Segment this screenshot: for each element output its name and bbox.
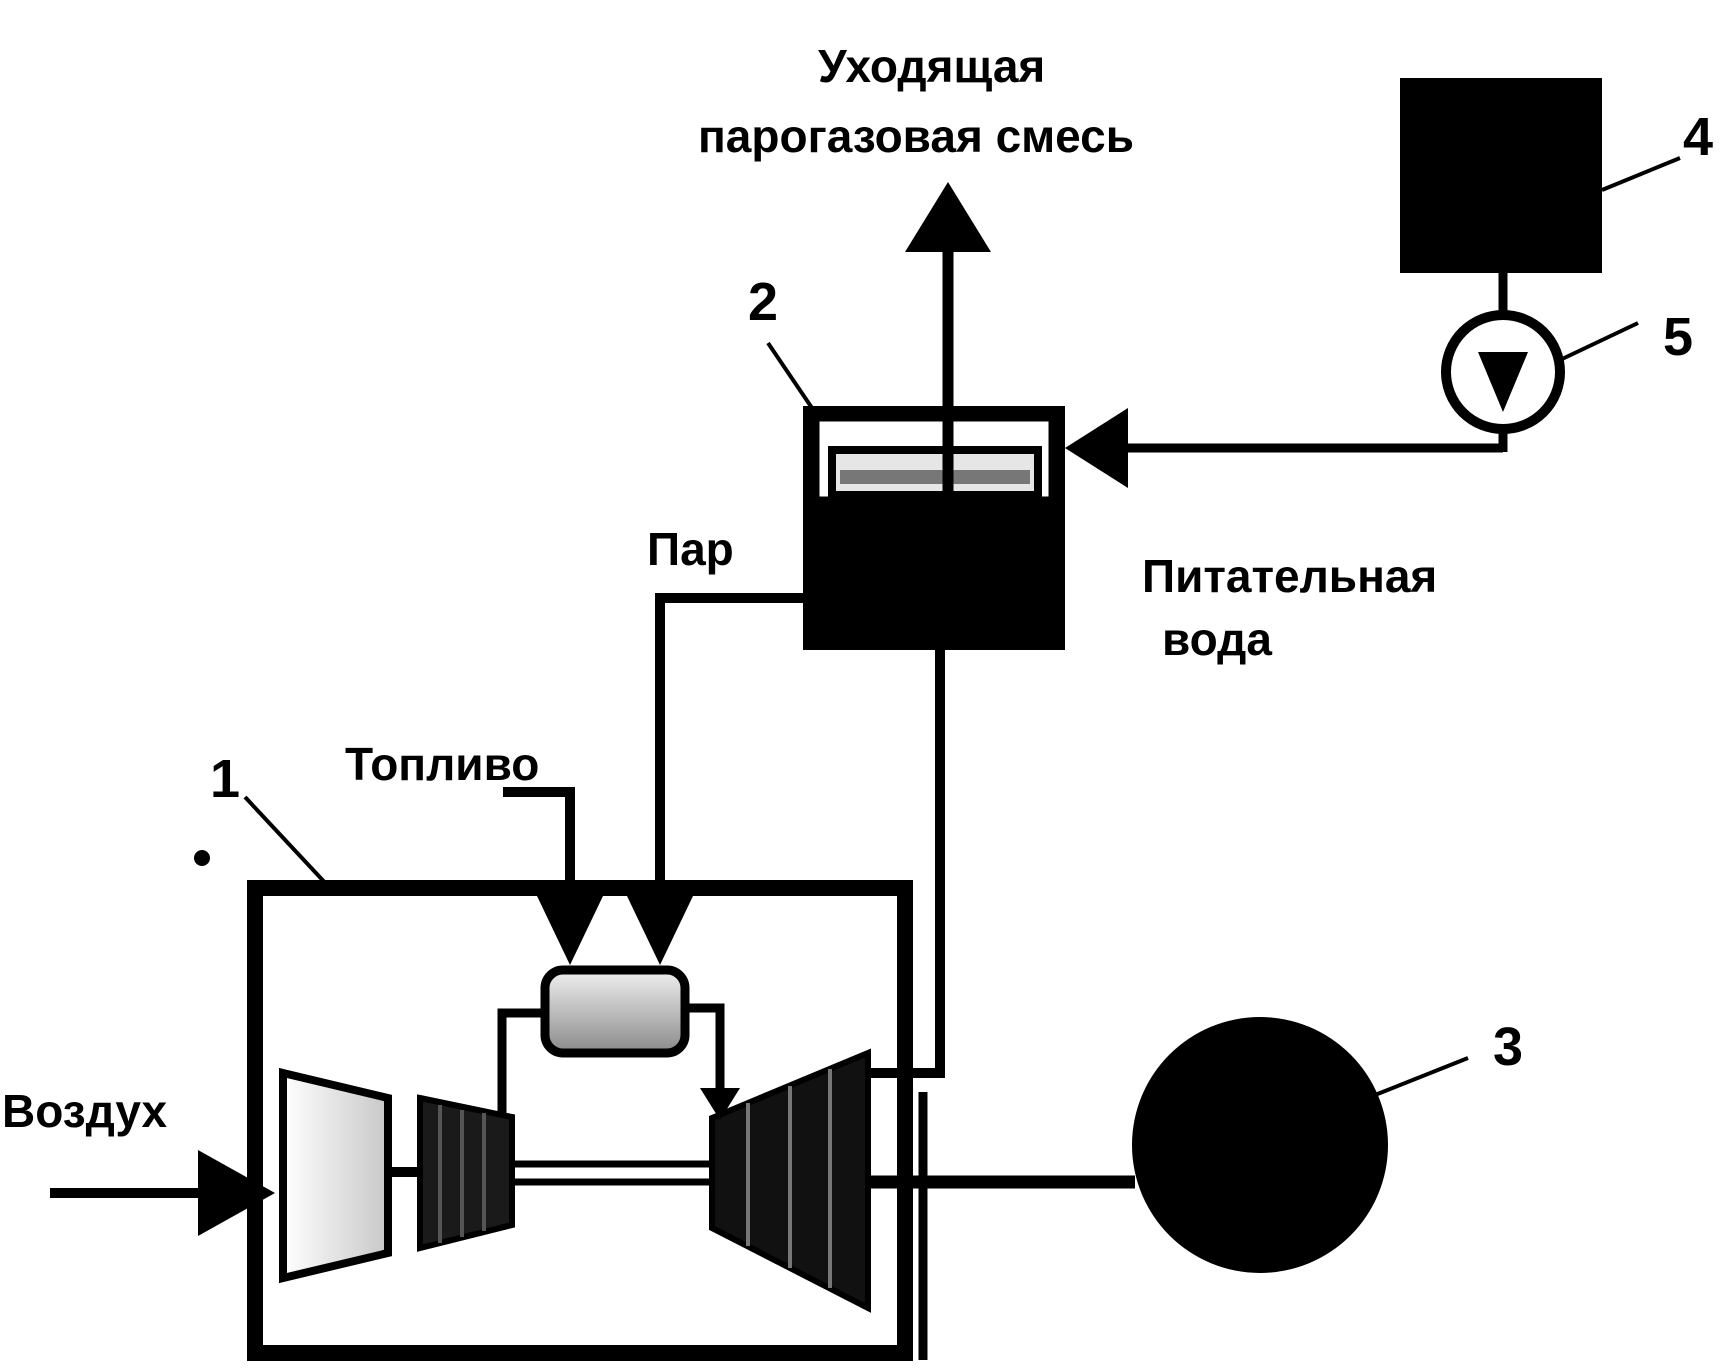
turbine-stage xyxy=(417,1094,515,1252)
fuel-pipe xyxy=(503,787,575,896)
waste-heat-boiler xyxy=(803,406,1065,650)
shaft-segment xyxy=(388,1167,420,1177)
combustion-chamber xyxy=(540,965,690,1058)
number-4: 4 xyxy=(1683,107,1713,167)
stray-dot xyxy=(194,850,210,866)
cc-to-turbine-arrow xyxy=(700,1088,740,1120)
cc-to-stage-pipe xyxy=(497,1008,545,1117)
air-inlet-arrow xyxy=(198,1150,275,1236)
fuel-inlet-arrow xyxy=(537,896,603,965)
number-2: 2 xyxy=(748,272,778,332)
feed-water-arrow xyxy=(1065,408,1128,488)
steam-inlet-arrow xyxy=(627,896,693,965)
compressor xyxy=(279,1067,392,1284)
feed-water-label-line1: Питательная xyxy=(1142,550,1437,602)
number-5: 5 xyxy=(1663,307,1693,367)
air-label: Воздух xyxy=(2,1085,167,1137)
leader-line-1 xyxy=(243,795,332,890)
leader-line-4 xyxy=(1601,156,1681,192)
exhaust-label-line1: Уходящая xyxy=(818,40,1045,92)
exhaust-outlet-arrow xyxy=(905,182,991,252)
exhaust-to-boiler-pipe-outer xyxy=(868,650,945,1078)
boiler-drum-shade xyxy=(840,470,1030,484)
electric-generator xyxy=(1132,1017,1388,1273)
leader-line-5 xyxy=(1559,321,1639,362)
exhaust-label-line2: парогазовая смесь xyxy=(698,110,1134,162)
cc-to-turbine-pipe xyxy=(685,1003,725,1098)
gas-turbine-enclosure xyxy=(247,880,913,1361)
gas-turbine-unit xyxy=(247,880,913,1361)
number-3: 3 xyxy=(1493,1017,1523,1077)
leader-line-2 xyxy=(766,341,814,410)
steam-pipe xyxy=(655,593,803,896)
leader-line-3 xyxy=(1374,1056,1469,1097)
fuel-label: Топливо xyxy=(345,738,539,790)
number-1: 1 xyxy=(210,749,240,809)
feed-pump-arrow xyxy=(1478,352,1528,412)
feed-water-label-line2: вода xyxy=(1162,613,1272,665)
steam-label: Пар xyxy=(647,523,734,575)
feed-water-tank xyxy=(1400,78,1602,273)
